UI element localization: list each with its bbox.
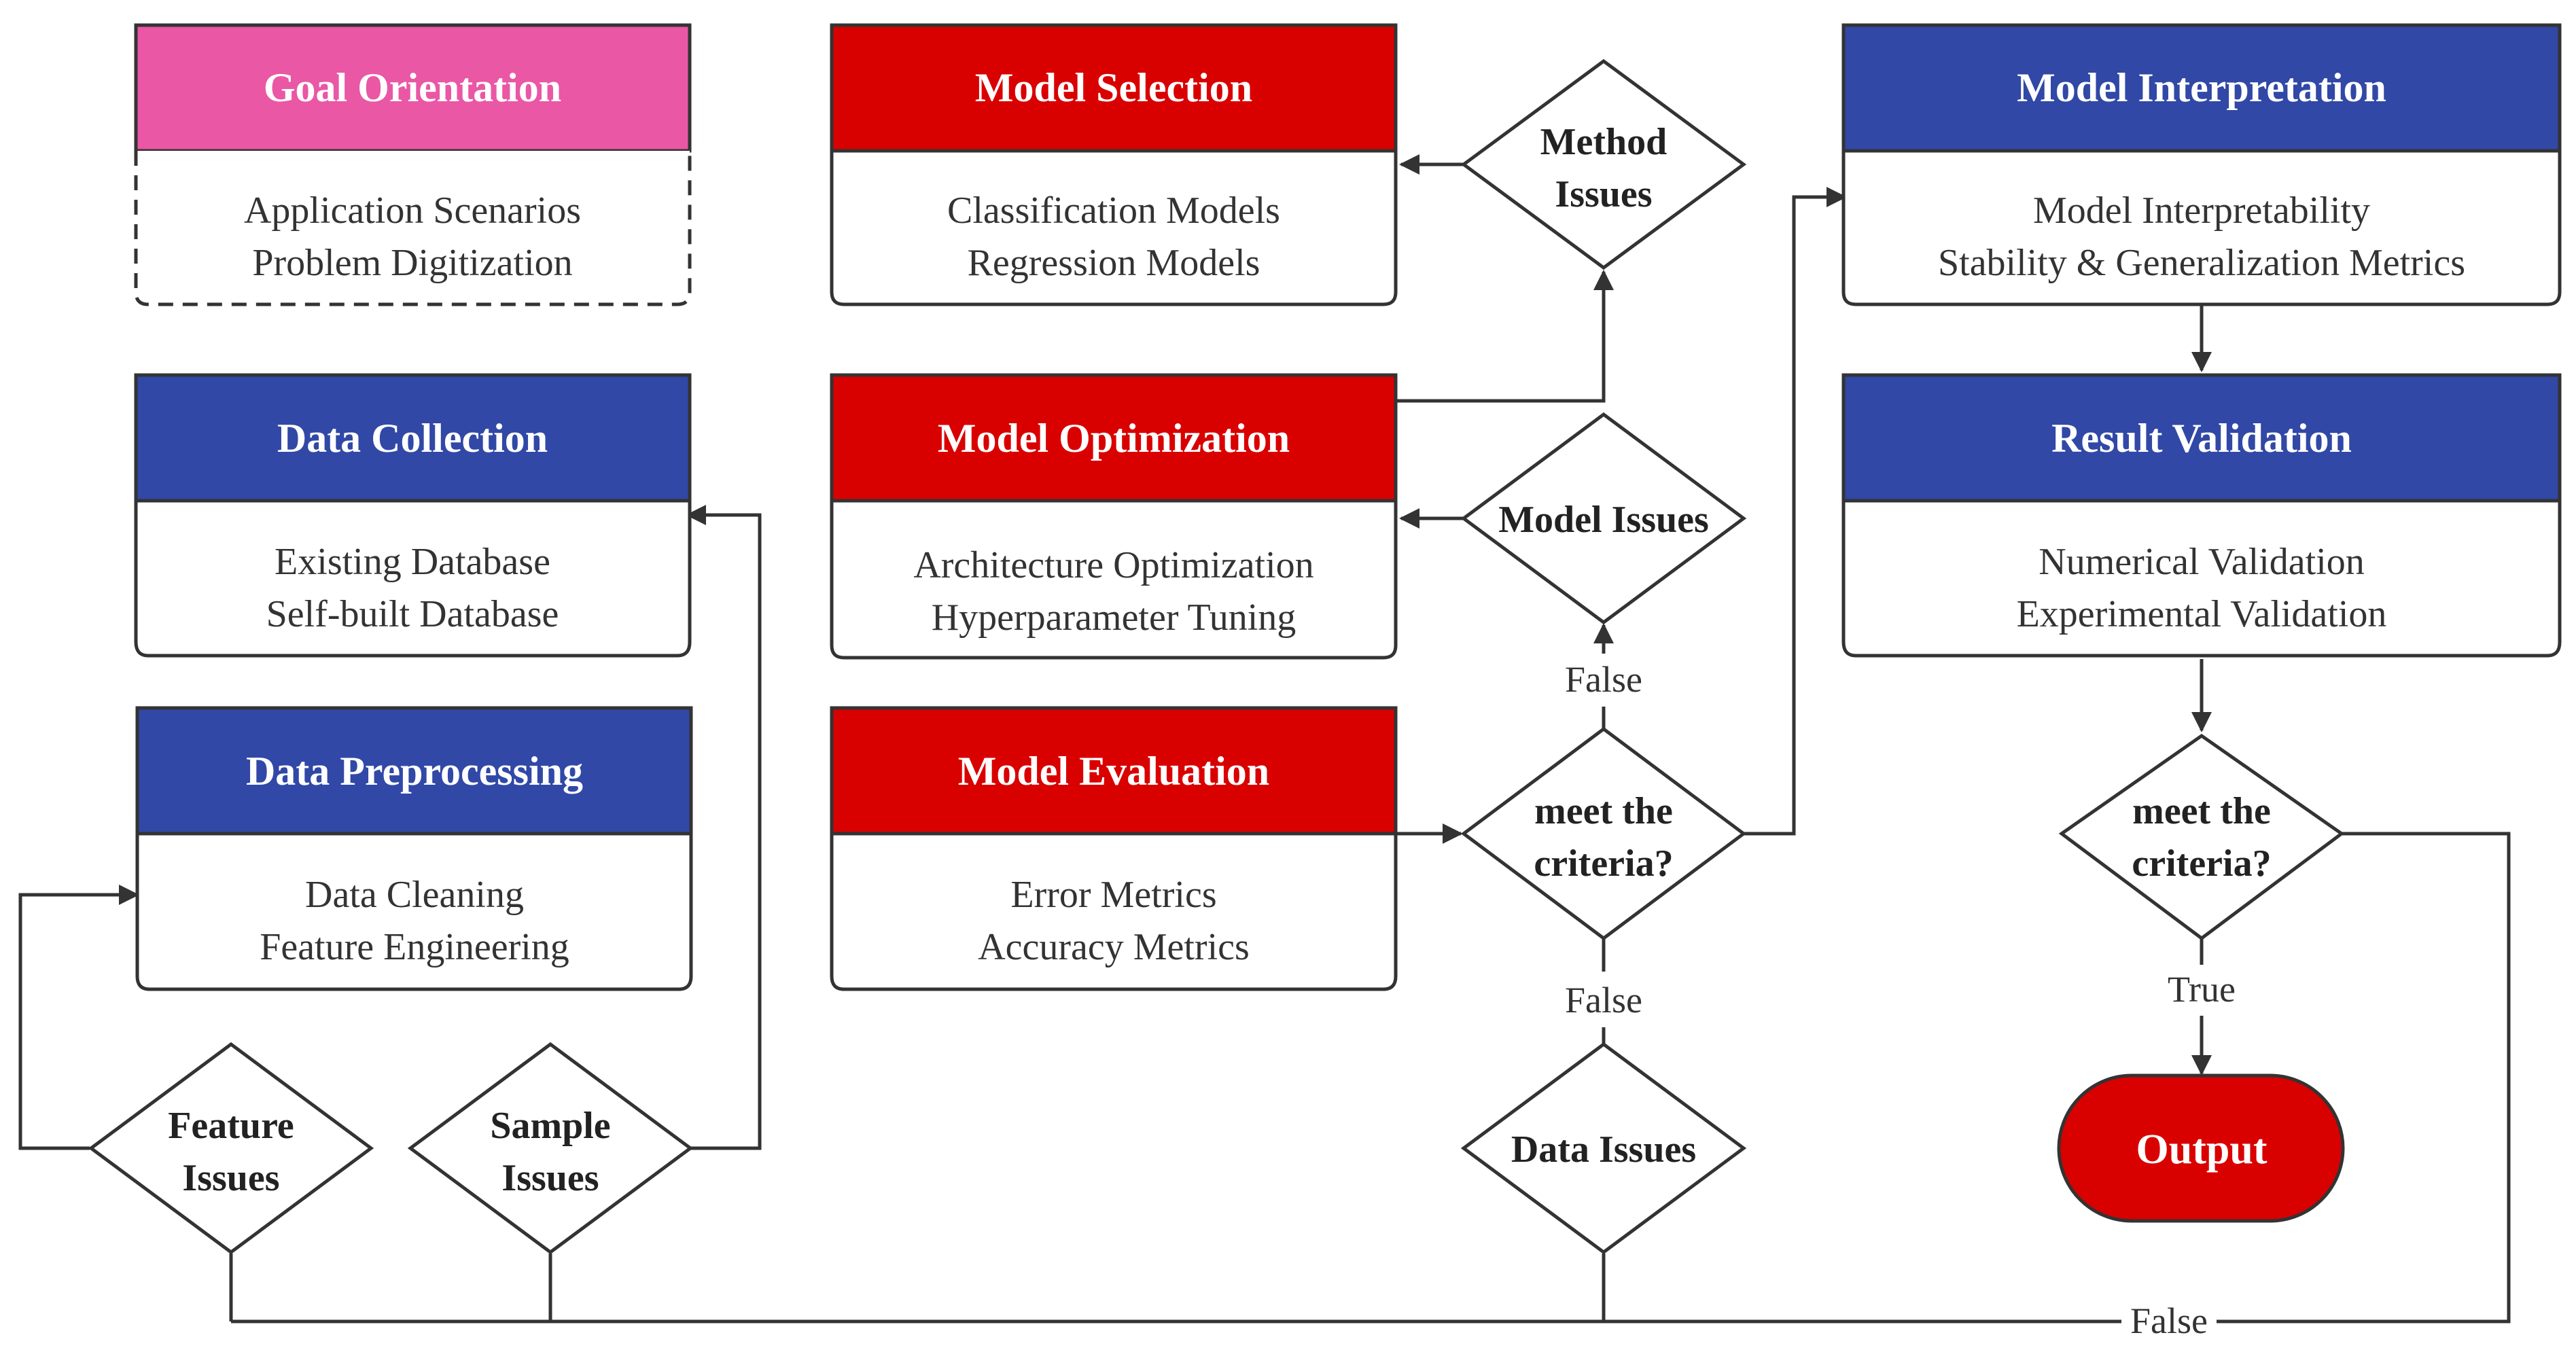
false-label-bottom: False [2130,1300,2208,1341]
model-optimization-title: Model Optimization [938,416,1290,461]
feature-issues-diamond: Feature Issues [88,1042,374,1255]
method-issues-line-1: Method [1540,121,1668,163]
sample-issues-line-2: Issues [501,1157,599,1199]
model-evaluation-line-2: Accuracy Metrics [978,926,1250,968]
false-label-model-issues: False [1565,659,1642,700]
goal-orientation-title: Goal Orientation [264,65,561,110]
data-preprocessing-header [135,706,693,836]
model-selection-box: Model Selection Classification Models Re… [830,23,1398,306]
criteria-evaluation-line-2: criteria? [1534,842,1673,885]
model-interpretation-line-1: Model Interpretability [2033,190,2370,232]
criteria-validation-line-1: meet the [2132,790,2271,832]
goal-orientation-line-2: Problem Digitization [252,242,572,284]
data-preprocessing-line-2: Feature Engineering [260,926,569,968]
data-issues-diamond: Data Issues [1460,1042,1747,1255]
data-preprocessing-body [135,832,693,991]
data-collection-body [134,499,692,658]
output-shape [2057,1073,2345,1223]
model-interpretation-body [1841,149,2562,306]
true-label-output: True [2168,969,2236,1010]
data-issues-text: Data Issues [1511,1129,1696,1171]
data-collection-box: Data Collection Existing Database Self-b… [134,373,692,658]
false-label-data-issues: False [1565,980,1642,1020]
goal-orientation-box: Goal Orientation Application Scenarios P… [134,23,692,306]
result-validation-body [1841,499,2562,658]
goal-orientation-header [134,23,692,153]
result-validation-line-1: Numerical Validation [2039,541,2365,583]
result-validation-header [1841,373,2562,503]
arrow-optimization-to-method [1397,270,1614,403]
data-collection-line-2: Self-built Database [266,593,559,635]
output-text: Output [2136,1126,2268,1173]
output-terminal: Output [2057,1073,2345,1223]
model-selection-body [830,149,1398,306]
model-selection-line-2: Regression Models [968,242,1260,284]
model-selection-line-1: Classification Models [947,190,1280,232]
data-preprocessing-title: Data Preprocessing [246,749,583,794]
model-selection-header [830,23,1398,153]
sample-issues-line-1: Sample [490,1105,610,1147]
result-validation-title: Result Validation [2051,416,2352,461]
method-issues-line-2: Issues [1555,173,1652,215]
arrow-sample-to-collection [686,505,762,1150]
model-evaluation-box: Model Evaluation Error Metrics Accuracy … [830,706,1398,991]
data-collection-title: Data Collection [277,416,548,461]
data-collection-header [134,373,692,503]
connectors [18,154,2511,1324]
criteria-diamond-validation: meet the criteria? [2058,733,2345,941]
data-collection-line-1: Existing Database [275,541,550,583]
model-interpretation-box: Model Interpretation Model Interpretabil… [1841,23,2562,306]
line-criteria2-false-right [2217,832,2511,1324]
method-issues-diamond: Method Issues [1460,58,1747,270]
goal-orientation-body [134,151,692,306]
model-evaluation-line-1: Error Metrics [1010,874,1216,916]
model-evaluation-title: Model Evaluation [958,749,1269,794]
model-optimization-box: Model Optimization Architecture Optimiza… [830,373,1398,660]
model-issues-diamond: Model Issues [1460,412,1747,625]
sample-issues-diamond: Sample Issues [407,1042,694,1255]
result-validation-line-2: Experimental Validation [2017,593,2387,635]
criteria-diamond-evaluation: meet the criteria? [1460,726,1747,941]
criteria-validation-line-2: criteria? [2132,842,2271,885]
goal-orientation-line-1: Application Scenarios [244,190,581,232]
model-optimization-body [830,499,1398,660]
model-issues-text: Model Issues [1498,499,1709,541]
model-optimization-line-2: Hyperparameter Tuning [932,597,1296,639]
model-optimization-header [830,373,1398,503]
result-validation-box: Result Validation Numerical Validation E… [1841,373,2562,658]
arrow-feature-to-preprocessing [18,885,139,1150]
model-interpretation-title: Model Interpretation [2017,65,2386,110]
model-optimization-line-1: Architecture Optimization [913,544,1313,586]
arrow-criteria1-to-interpretation [1744,187,1847,836]
model-evaluation-body [830,832,1398,991]
model-selection-title: Model Selection [975,65,1252,110]
feature-issues-line-1: Feature [168,1105,294,1147]
model-evaluation-header [830,706,1398,836]
model-interpretation-line-2: Stability & Generalization Metrics [1938,242,2465,284]
model-interpretation-header [1841,23,2562,153]
feature-issues-line-2: Issues [182,1157,279,1199]
data-preprocessing-line-1: Data Cleaning [305,874,524,916]
data-preprocessing-box: Data Preprocessing Data Cleaning Feature… [135,706,693,991]
criteria-evaluation-line-1: meet the [1534,790,1673,832]
